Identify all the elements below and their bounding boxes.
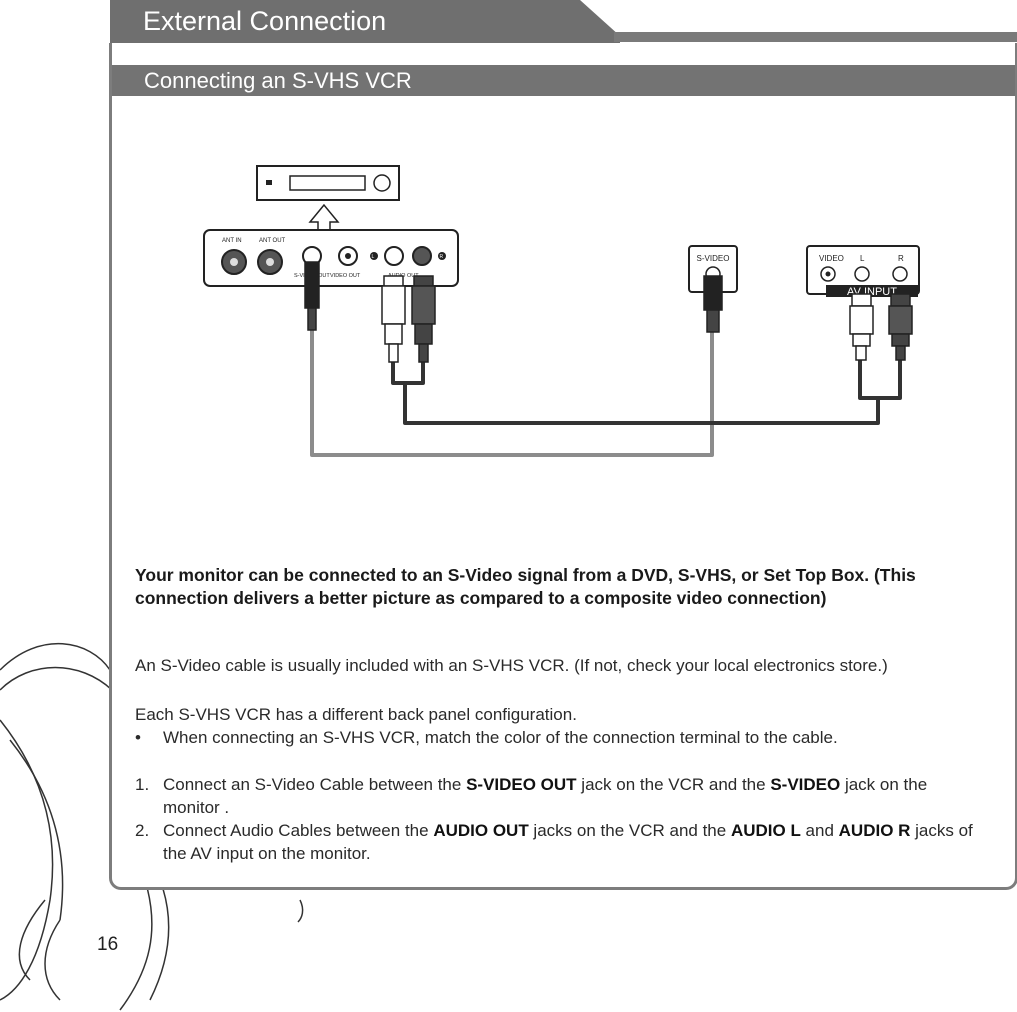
av-r-label: R — [898, 254, 904, 263]
step-item: 2. Connect Audio Cables between the AUDI… — [135, 819, 985, 865]
vcr-plugs — [304, 261, 436, 363]
step-text: Connect an S-Video Cable between the S-V… — [163, 775, 928, 817]
section-header: Connecting an S-VHS VCR — [112, 65, 1015, 96]
decorative-swirl — [0, 643, 304, 1011]
monitor-svideo-label: S-VIDEO — [697, 254, 730, 263]
audio-cable-left — [391, 360, 880, 425]
header-tab — [110, 0, 620, 44]
monitor-plugs — [703, 275, 913, 361]
page-number: 16 — [97, 934, 119, 955]
step-number: 2. — [135, 821, 150, 840]
video-out-label: VIDEO OUT — [330, 273, 361, 279]
steps-list: 1. Connect an S-Video Cable between the … — [135, 773, 985, 865]
vcr-device — [256, 165, 400, 201]
av-video-label: VIDEO — [819, 254, 844, 263]
audio-l-label: L — [372, 254, 375, 260]
audio-r-label: R — [440, 254, 444, 260]
intro-text: Your monitor can be connected to an S-Vi… — [135, 565, 916, 608]
step-item: 1. Connect an S-Video Cable between the … — [135, 773, 985, 819]
page-title: External Connection — [143, 6, 387, 36]
svideo-cable — [310, 330, 714, 457]
step-text: Connect Audio Cables between the AUDIO O… — [163, 821, 973, 863]
cable-note: An S-Video cable is usually included wit… — [135, 656, 888, 675]
vcr-back-panel: ANT IN ANT OUT S-VIDEO OUT VIDEO OUT AUD… — [203, 229, 459, 287]
bullet-text: When connecting an S-VHS VCR, match the … — [163, 728, 838, 747]
connection-diagram: ANT IN ANT OUT S-VIDEO OUT VIDEO OUT AUD… — [203, 165, 920, 457]
audio-cable-right — [405, 360, 425, 385]
header-rule — [614, 32, 1017, 42]
bullet-item: • When connecting an S-VHS VCR, match th… — [135, 726, 985, 749]
up-arrow-icon — [308, 203, 340, 231]
ant-out-label: ANT OUT — [259, 238, 286, 244]
av-l-label: L — [860, 254, 865, 263]
bullet-marker: • — [135, 728, 141, 747]
monitor-av-panel: VIDEO L R AV INPUT — [806, 245, 920, 298]
ant-in-label: ANT IN — [222, 238, 242, 244]
section-title: Connecting an S-VHS VCR — [144, 68, 412, 93]
step-number: 1. — [135, 775, 150, 794]
back-panel-note: Each S-VHS VCR has a different back pane… — [135, 705, 577, 724]
